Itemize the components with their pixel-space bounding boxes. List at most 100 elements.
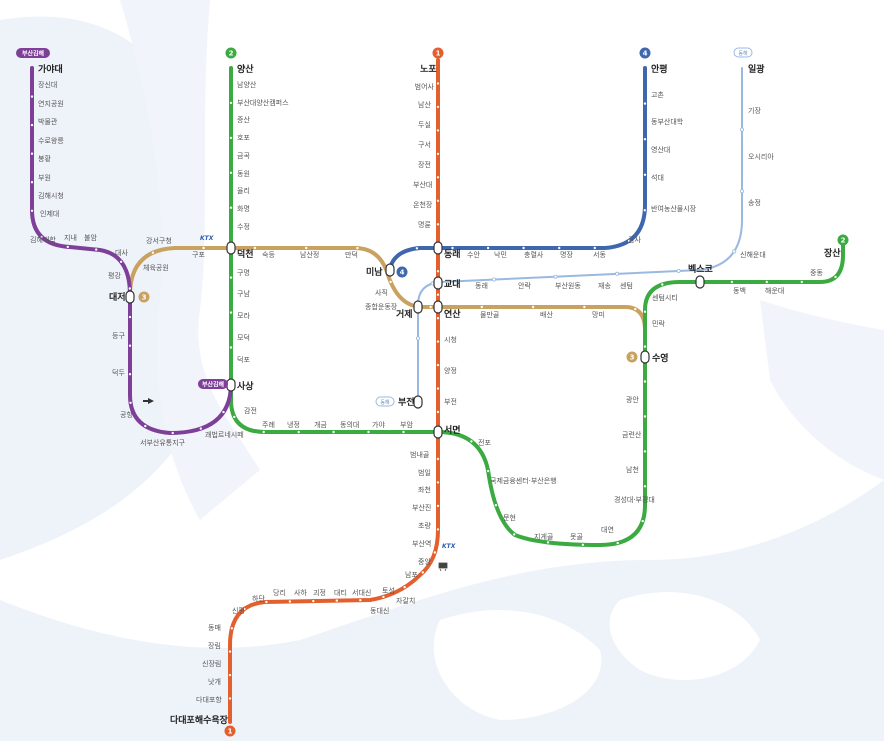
transfer-bujeon[interactable] xyxy=(413,395,423,409)
station-dot[interactable] xyxy=(615,271,620,276)
station-dot[interactable] xyxy=(127,286,132,291)
station-dot[interactable] xyxy=(296,429,301,434)
station-label[interactable]: 당리 xyxy=(273,588,286,597)
station-label[interactable]: 송정 xyxy=(748,198,761,207)
station-dot[interactable] xyxy=(643,344,648,349)
station-dot[interactable] xyxy=(227,649,232,654)
station-dot[interactable] xyxy=(127,343,132,348)
station-label[interactable]: 금사 xyxy=(628,235,641,244)
station-label[interactable]: 토성 xyxy=(382,586,395,595)
station-dot[interactable] xyxy=(557,245,562,250)
station-label[interactable]: 감전 xyxy=(244,406,257,415)
station-label[interactable]: 석대 xyxy=(651,173,664,182)
station-label[interactable]: 부암 xyxy=(400,421,413,429)
station-label[interactable]: 서대신 xyxy=(352,588,371,597)
station-dot[interactable] xyxy=(435,222,440,227)
station-label[interactable]: 기장 xyxy=(748,106,761,115)
station-dot[interactable] xyxy=(553,274,558,279)
station-dot[interactable] xyxy=(29,94,34,99)
station-label[interactable]: 재송 xyxy=(598,282,611,290)
station-yeonsan[interactable]: 연산 xyxy=(444,308,461,320)
station-dot[interactable] xyxy=(435,527,440,532)
station-label[interactable]: 김해시청 xyxy=(38,191,64,200)
station-label[interactable]: 덕포 xyxy=(237,355,250,364)
station-dot[interactable] xyxy=(643,309,648,314)
station-label[interactable]: 해운대 xyxy=(765,286,784,295)
station-suyeong[interactable]: 수영 xyxy=(652,352,669,364)
station-dot[interactable] xyxy=(643,449,648,454)
station-dot[interactable] xyxy=(615,541,620,546)
station-dot[interactable] xyxy=(128,400,133,405)
station-dot[interactable] xyxy=(29,208,34,213)
station-label[interactable]: 강서구청 xyxy=(146,236,172,245)
station-label[interactable]: 대티 xyxy=(334,588,347,597)
station-label[interactable]: 가야 xyxy=(372,420,385,429)
station-label[interactable]: 모덕 xyxy=(237,333,250,342)
station-dot[interactable] xyxy=(252,245,257,250)
station-dot[interactable] xyxy=(228,205,233,210)
station-label[interactable]: 대사 xyxy=(115,248,128,257)
station-dot[interactable] xyxy=(799,279,804,284)
station-dot[interactable] xyxy=(381,594,386,599)
station-dot[interactable] xyxy=(643,101,648,106)
station-dot[interactable] xyxy=(242,606,247,611)
station-dot[interactable] xyxy=(512,532,517,537)
station-dot[interactable] xyxy=(29,151,34,156)
station-gyodae[interactable]: 교대 xyxy=(444,278,461,290)
station-label[interactable]: 경성대·부경대 xyxy=(614,495,655,504)
station-label[interactable]: 서부산유통지구 xyxy=(140,438,186,447)
station-dot[interactable] xyxy=(643,379,648,384)
station-deokcheon[interactable]: 덕천 xyxy=(237,249,254,260)
station-dot[interactable] xyxy=(676,268,681,273)
station-dot[interactable] xyxy=(521,245,526,250)
station-label[interactable]: 수로왕릉 xyxy=(38,136,64,145)
station-dot[interactable] xyxy=(740,189,745,194)
station-dot[interactable] xyxy=(65,244,70,249)
station-dot[interactable] xyxy=(643,484,648,489)
station-dot[interactable] xyxy=(228,100,233,105)
station-dot[interactable] xyxy=(660,282,665,287)
station-label[interactable]: 오시리아 xyxy=(748,152,774,161)
station-dot[interactable] xyxy=(435,339,440,344)
station-dot[interactable] xyxy=(143,424,148,429)
transfer-dongnae[interactable] xyxy=(433,241,443,255)
station-dadaepo[interactable]: 다대포해수욕장 xyxy=(170,714,229,726)
station-label[interactable]: 금곡 xyxy=(237,152,250,160)
station-dot[interactable] xyxy=(261,429,266,434)
station-label[interactable]: 남양산 xyxy=(237,80,257,89)
station-label[interactable]: 호포 xyxy=(237,134,250,142)
station-dot[interactable] xyxy=(227,696,232,701)
station-dot[interactable] xyxy=(304,245,309,250)
station-label[interactable]: 신장림 xyxy=(202,659,221,668)
station-label[interactable]: 증산 xyxy=(237,115,250,124)
station-dot[interactable] xyxy=(486,469,491,474)
station-label[interactable]: 장전 xyxy=(418,160,431,169)
station-dot[interactable] xyxy=(627,238,632,243)
station-dot[interactable] xyxy=(401,429,406,434)
station-dot[interactable] xyxy=(228,275,233,280)
station-dot[interactable] xyxy=(221,410,226,415)
station-dot[interactable] xyxy=(355,246,360,251)
station-label[interactable]: 반여농산물시장 xyxy=(651,204,697,213)
station-dot[interactable] xyxy=(450,245,455,250)
station-label[interactable]: 부산원동 xyxy=(555,281,581,290)
station-label[interactable]: 만덕 xyxy=(345,250,358,259)
station-label[interactable]: 안락 xyxy=(518,281,531,290)
station-label[interactable]: 김해대학 xyxy=(30,235,56,244)
station-dot[interactable] xyxy=(229,626,234,631)
station-dot[interactable] xyxy=(119,259,124,264)
transfer-seomyeon[interactable] xyxy=(433,425,443,439)
station-dot[interactable] xyxy=(493,503,498,508)
station-dot[interactable] xyxy=(358,598,363,603)
station-label[interactable]: 센텀시티 xyxy=(652,293,678,302)
station-label[interactable]: 율리 xyxy=(237,186,250,195)
station-label[interactable]: 연지공원 xyxy=(38,99,64,108)
station-dot[interactable] xyxy=(435,128,440,133)
station-label[interactable]: 주례 xyxy=(262,420,275,429)
station-yangsan[interactable]: 양산 xyxy=(237,63,254,75)
station-label[interactable]: 낫개 xyxy=(208,677,221,686)
station-label[interactable]: 동래 xyxy=(475,281,488,290)
station-dot[interactable] xyxy=(170,430,175,435)
station-label[interactable]: 초량 xyxy=(418,522,431,530)
station-dot[interactable] xyxy=(633,307,638,312)
